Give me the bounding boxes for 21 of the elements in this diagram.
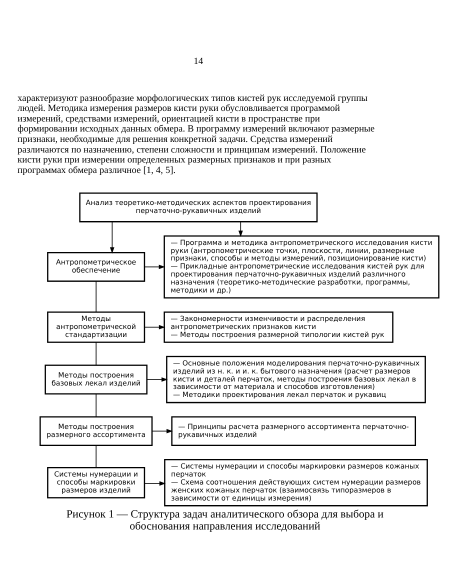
arrow bbox=[146, 376, 168, 382]
arrow bbox=[152, 428, 173, 433]
node-box: — Основные положения моделирования перчаточно-рукавичных изделий из н. к. и и. к. бытового назначения (расчет размеров кисти и деталей перчаток, методы построения базовых лекал в зависимости от материала и способов изготовления) — Методики проектирования лекал перчаток и рукавиц bbox=[166, 355, 426, 403]
arrow bbox=[144, 324, 166, 329]
node-box: — Системы нумерации и способы маркировки размеров кожаных перчаток — Схема соотношения действующих систем нумерации размеров женских кожаных перчаток (взаимосвязь типоразмеров в зависимости от единицы измерения) bbox=[164, 458, 428, 506]
node-box: Антропометрическое обеспечение bbox=[47, 252, 146, 282]
node-box: — Закономерности изменчивости и распределения антропометрических признаков кисти — Методы построения размерной типологии кистей рук bbox=[164, 311, 394, 342]
arrow bbox=[238, 220, 243, 237]
arrow bbox=[110, 220, 114, 254]
node-box: Методы антропометрической стандартизации bbox=[47, 311, 146, 342]
node-box: Методы построения размерного ассортимента bbox=[40, 416, 153, 446]
node-box: — Принципы расчета размерного ассортимента перчаточно-рукавичных изделий bbox=[171, 416, 416, 446]
node-box: Методы построения базовых лекал изделий bbox=[44, 364, 148, 394]
label: характеризуют разнообразие морфологических типов кистей рук исследуемой группы людей. Методика измерения размеров кисти руки обусловливается программой измерений, средствами измерений, ориентацией кисти в пространстве при формировании исходных данных обмера. В программу измерений включают размерные признаки, необходимые для решения конкретной задачи. Средства измерений различаются по назначению, степени сложности и принципам измерений. Положение кисти руки при измерении определенных размерных признаков и при разных программах обмера различное [1, 4, 5]. bbox=[18, 93, 375, 176]
node-box: Анализ теоретико-методических аспектов проектирования перчаточно-рукавичных изделий bbox=[79, 192, 318, 222]
arrow bbox=[144, 480, 166, 486]
caption: Рисунок 1 — Структура задач аналитического обзора для выбора и обоснования направления исследований bbox=[66, 508, 384, 532]
node-box: — Программа и методика антропометрического исследования кисти руки (антропометрические точки, плоскости, линии, размерные признаки, способы и методы измерений, позиционирование кисти) — Прикладные антропометрические исследования кистей рук для проектирования перчаточно-рукавичных изделий различного назначения (теоретико-методические разработки, программы, методики и др.) bbox=[164, 234, 440, 298]
arrow bbox=[144, 264, 166, 269]
label: 14 bbox=[194, 56, 204, 66]
node-box: Системы нумерации и способы маркировки размеров изделий bbox=[47, 466, 146, 498]
